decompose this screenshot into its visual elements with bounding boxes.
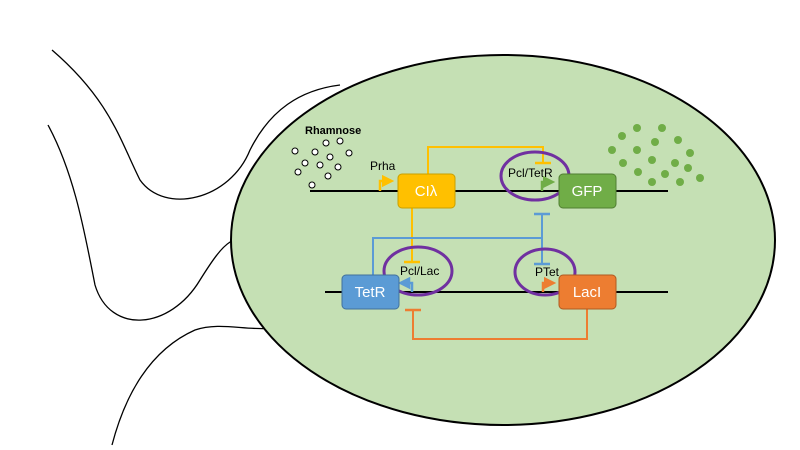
rhamnose-dot [334,163,342,171]
gfp-dot [633,124,641,132]
pcl-tetr-promoter-arrow [540,175,556,191]
gfp-dot [684,164,692,172]
gene-label-ci-lambda: CIλ [415,183,438,200]
gene-label-gfp: GFP [572,183,603,200]
gfp-dot [619,159,627,167]
ptet-promoter-arrow [541,276,557,292]
gene-ci-lambda: CIλ [397,173,456,209]
gfp-dot [676,178,684,186]
gfp-dot [661,170,669,178]
gene-gfp: GFP [558,173,617,209]
gene-tetr: TetR [341,274,400,310]
flagellum-middle [47,124,263,321]
cell-body [230,54,776,426]
gfp-dot [608,146,616,154]
pcl-tetr-label: Pcl/TetR [508,166,553,180]
rhamnose-dot [316,161,324,169]
ci-repression-line-top [427,146,544,180]
gfp-dot [633,146,641,154]
gene-box-gfp [558,173,617,209]
gfp-dot [696,174,704,182]
gfp-dot [651,138,659,146]
gene-box-ci-lambda [397,173,456,209]
prha-promoter-arrow [378,174,395,191]
ptet-highlight-ring [513,247,577,297]
rhamnose-dot [291,147,299,155]
ptet-label: PTet [535,265,560,279]
gfp-dot [674,136,682,144]
gfp-dot [658,124,666,132]
gfp-dot [686,149,694,157]
gene-box-laci [558,274,617,310]
pcl-lac-highlight-ring [382,245,454,297]
gfp-fluorescence-dots [608,124,704,186]
gfp-dot [648,178,656,186]
rhamnose-label: Rhamnose [305,125,361,137]
gene-box-tetr [341,274,400,310]
gene-laci: LacI [558,274,617,310]
rhamnose-dot [294,168,302,176]
gfp-dot [618,132,626,140]
pcl-lac-promoter-arrow [397,276,414,292]
flagellum-top [51,49,341,200]
rhamnose-dot [308,181,316,189]
gene-label-laci: LacI [573,284,601,301]
rhamnose-molecules [291,137,353,189]
rhamnose-dot [311,148,319,156]
gfp-dot [634,168,642,176]
flagellum-bottom [111,324,291,446]
gfp-dot [648,156,656,164]
rhamnose-dot [324,172,332,180]
rhamnose-dot [326,153,334,161]
pcl-lac-label: Pcl/Lac [400,264,439,278]
gfp-dot [671,159,679,167]
gene-label-tetr: TetR [355,284,386,301]
tetr-repression-line [372,237,542,276]
laci-repression-line [412,309,588,340]
rhamnose-dot [301,159,309,167]
rhamnose-dot [336,137,344,145]
prha-label: Prha [370,159,396,173]
flagella [47,49,341,446]
rhamnose-dot [345,149,353,157]
rhamnose-dot [322,139,330,147]
